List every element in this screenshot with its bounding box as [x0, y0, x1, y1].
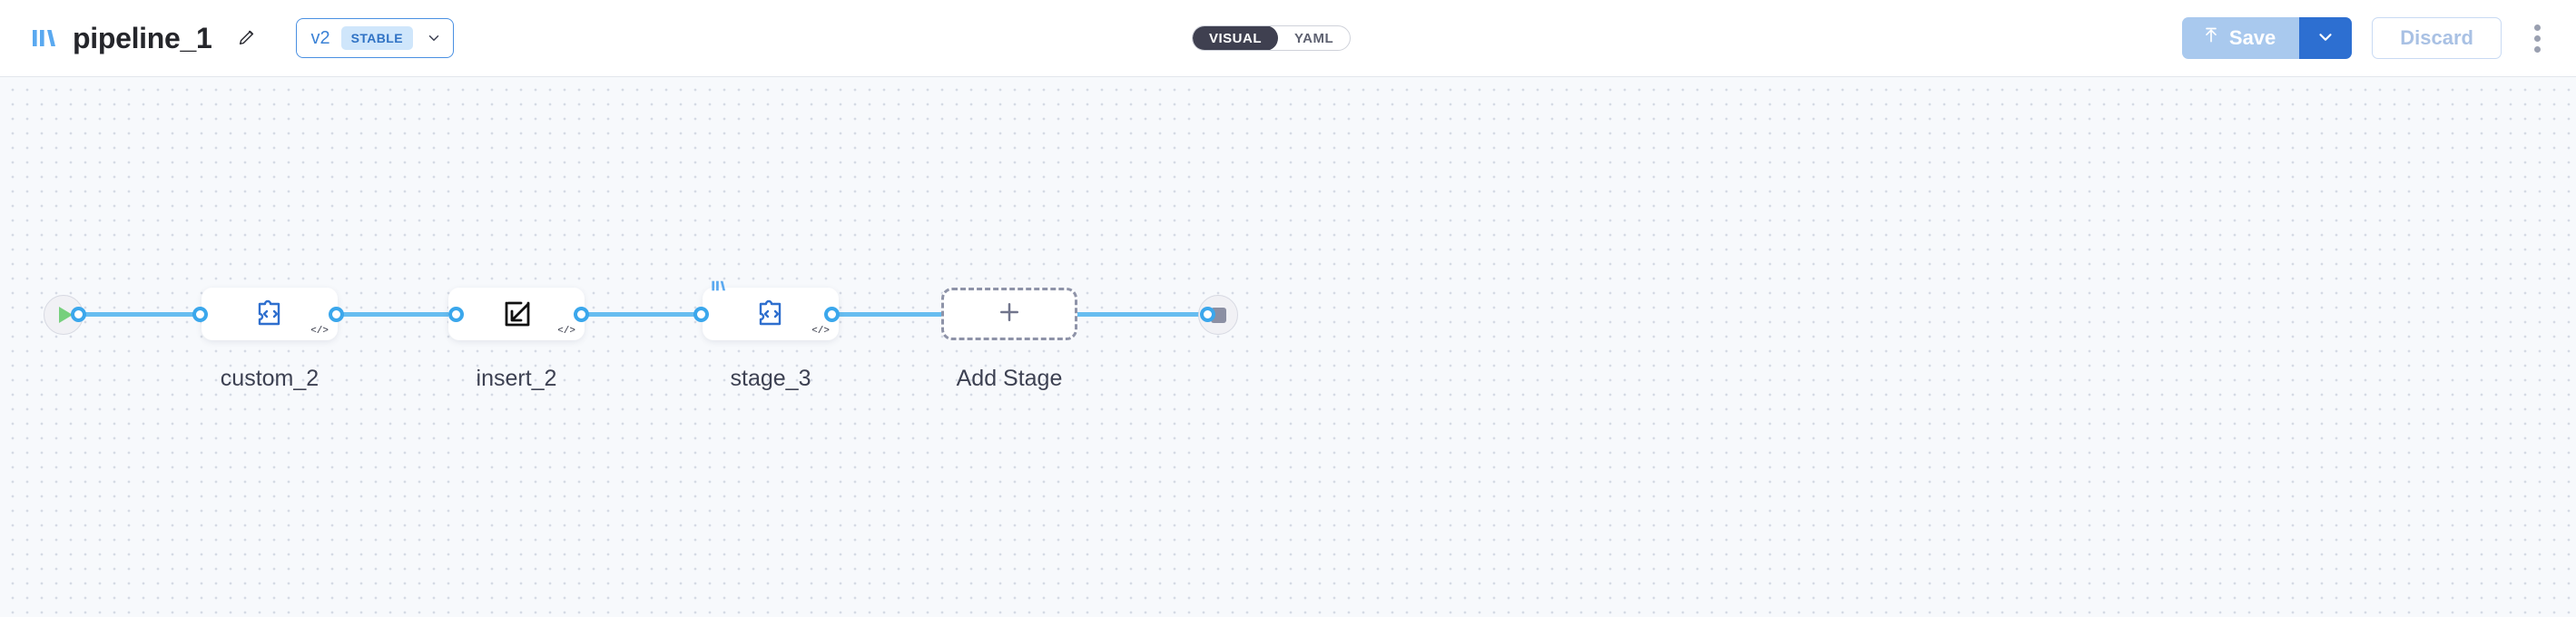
port-insert2-out[interactable] — [574, 307, 589, 322]
pipeline-node-insert_2[interactable]: </> — [448, 288, 585, 340]
kebab-dot — [2533, 24, 2541, 31]
save-button-label: Save — [2228, 26, 2276, 49]
chevron-down-icon — [426, 30, 442, 46]
toggle-option-visual[interactable]: VISUAL — [1193, 26, 1279, 50]
end-node[interactable] — [1198, 295, 1238, 335]
port-stage3-out[interactable] — [824, 307, 840, 322]
node-label-custom_2: custom_2 — [220, 366, 320, 391]
edge-insert2-to-stage3 — [577, 312, 712, 317]
header-actions: Save Discard — [2181, 17, 2552, 59]
upload-arrow-icon — [2202, 25, 2220, 51]
puzzle-code-icon — [253, 299, 286, 329]
node-label-stage_3: stage_3 — [730, 366, 811, 391]
port-end-in[interactable] — [1200, 307, 1215, 322]
pencil-icon — [237, 27, 257, 50]
version-selector[interactable]: v2 STABLE — [295, 18, 455, 58]
plus-icon — [996, 299, 1023, 330]
toggle-option-yaml[interactable]: YAML — [1294, 30, 1334, 46]
chevron-down-icon — [2315, 27, 2335, 50]
port-stage3-in[interactable] — [693, 307, 709, 322]
pipeline-flow: </> custom_2 </> insert_2 — [0, 77, 2576, 617]
node-label-insert_2: insert_2 — [476, 366, 557, 391]
app-header: pipeline_1 v2 STABLE VISUAL YAML — [0, 0, 2576, 77]
edge-start-to-custom2 — [74, 312, 206, 317]
edge-stage3-to-addstage — [828, 312, 946, 317]
kebab-dot — [2533, 45, 2541, 53]
discard-button[interactable]: Discard — [2372, 17, 2502, 59]
port-start-out[interactable] — [71, 307, 86, 322]
save-button[interactable]: Save — [2181, 17, 2300, 59]
port-custom2-in[interactable] — [192, 307, 208, 322]
save-dropdown-button[interactable] — [2299, 17, 2353, 59]
port-insert2-in[interactable] — [448, 307, 464, 322]
view-mode-toggle[interactable]: VISUAL YAML — [1192, 25, 1352, 51]
code-badge: </> — [310, 326, 329, 337]
port-custom2-out[interactable] — [329, 307, 344, 322]
add-stage-button[interactable] — [941, 288, 1077, 340]
version-status-badge: STABLE — [340, 26, 414, 50]
pipeline-bars-logo-icon — [29, 23, 60, 54]
code-badge: </> — [557, 326, 575, 337]
save-button-group: Save — [2181, 17, 2353, 59]
edge-addstage-to-end — [1073, 312, 1209, 317]
kebab-dot — [2533, 34, 2541, 42]
pipeline-canvas[interactable]: </> custom_2 </> insert_2 — [0, 77, 2576, 617]
pipeline-node-custom_2[interactable]: </> — [202, 288, 338, 340]
page-title: pipeline_1 — [73, 21, 212, 54]
version-number: v2 — [310, 27, 330, 48]
play-icon — [58, 307, 73, 323]
edge-custom2-to-insert2 — [332, 312, 459, 317]
insert-arrow-icon — [499, 297, 534, 331]
more-vertical-icon[interactable] — [2522, 17, 2552, 59]
pipeline-node-stage_3[interactable]: </> — [703, 280, 839, 340]
brand-group: pipeline_1 — [29, 22, 263, 55]
code-badge: </> — [811, 326, 830, 337]
add-stage-label: Add Stage — [956, 366, 1063, 391]
pipeline-bars-logo-icon — [710, 277, 728, 299]
edit-title-button[interactable] — [231, 22, 263, 54]
puzzle-code-icon — [754, 299, 787, 329]
